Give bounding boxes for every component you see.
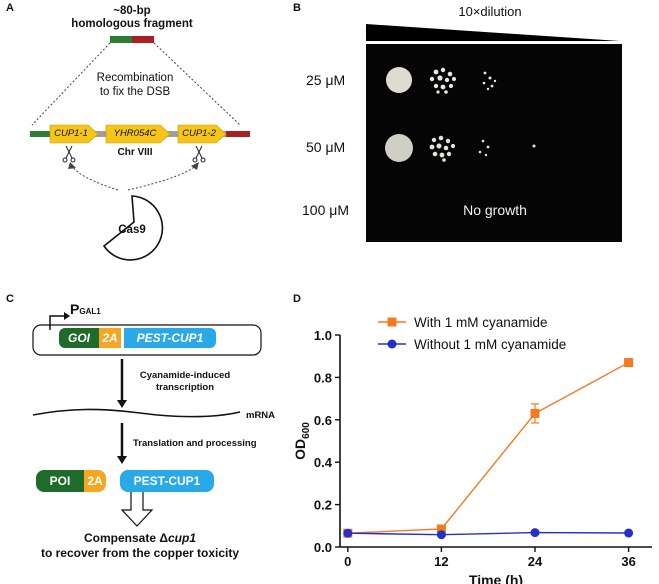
promoter-sub: GAL1 — [79, 307, 101, 316]
promoter-label: PGAL1 — [70, 301, 101, 317]
panel-c-label: C — [6, 293, 14, 305]
y-tick-label: 0.8 — [314, 370, 332, 385]
recombination-text-2: to fix the DSB — [99, 86, 171, 98]
row-label-100uM: 100 μM — [302, 202, 349, 218]
row-label-50uM: 50 μM — [306, 139, 346, 155]
step2-text: Translation and processing — [133, 438, 257, 449]
y-tick-label: 0.4 — [314, 455, 333, 470]
mrna-line — [32, 408, 241, 418]
x-tick-label: 36 — [621, 554, 635, 569]
x-tick-label: 24 — [528, 554, 543, 569]
open-down-arrow-icon — [120, 489, 154, 527]
panel-d-label: D — [293, 293, 301, 305]
panel-b-label: B — [293, 2, 301, 14]
pest-cup1-protein-box: PEST-CUP1 — [120, 470, 214, 492]
dilution-label: 10×dilution — [458, 4, 522, 19]
final-text-prefix: Compensate Δ — [84, 531, 168, 545]
data-point-square — [343, 528, 353, 538]
series-line-1 — [347, 531, 629, 536]
dilution-wedge — [366, 24, 620, 41]
fragment-subtitle: homologous fragment — [71, 18, 193, 30]
goi-box: GOI — [59, 328, 99, 348]
data-point-circle — [624, 528, 634, 538]
pest-cup1-gene-box: PEST-CUP1 — [124, 328, 216, 348]
y-axis-label-sub: 600 — [301, 422, 312, 439]
data-point-square — [530, 408, 540, 418]
mrna-label: mRNA — [246, 410, 276, 421]
legend-marker-circle — [387, 339, 397, 349]
y-tick-label: 0.2 — [314, 498, 332, 513]
data-point-square — [624, 358, 634, 368]
growth-spots-row-50uM — [385, 134, 536, 162]
data-point-circle — [436, 530, 446, 540]
no-growth-text: No growth — [463, 202, 527, 218]
y-tick-label: 0.0 — [314, 540, 332, 555]
row-label-25uM: 25 μM — [306, 72, 346, 88]
step1-text-1: Cyanamide-induced — [139, 370, 231, 381]
data-point-circle — [343, 528, 353, 538]
x-tick-label: 12 — [434, 554, 448, 569]
y-tick-label: 0.6 — [314, 413, 332, 428]
gene-cup1-1-label: CUP1-1 — [54, 128, 88, 139]
final-text-gene: cup1 — [167, 531, 196, 545]
chromosome-label: Chr VIII — [117, 147, 153, 158]
gene-yhr054c-label: YHR054C — [113, 128, 157, 139]
cas9-label: Cas9 — [118, 224, 146, 236]
final-text-1: Compensate Δcup1 — [40, 531, 240, 545]
chromosome-red-end — [226, 131, 250, 137]
recombination-text-1: Recombination — [96, 72, 174, 84]
promoter-main: P — [70, 301, 80, 317]
data-point-circle — [530, 528, 540, 538]
scissors-icon — [192, 145, 206, 163]
x-tick-label: 0 — [344, 554, 351, 569]
data-point-square — [436, 524, 446, 534]
final-text-2: to recover from the copper toxicity — [40, 546, 240, 560]
step1-text-2: transcription — [155, 382, 215, 393]
panel-a-label: A — [6, 2, 14, 14]
legend-label-1: Without 1 mM cyanamide — [414, 337, 566, 352]
scissors-icon — [62, 145, 76, 163]
fragment-green-segment — [110, 36, 132, 43]
series-line-0 — [347, 361, 629, 534]
y-axis-label: OD600 — [292, 422, 312, 460]
poi-box: POI — [36, 470, 84, 492]
legend-label-0: With 1 mM cyanamide — [414, 315, 548, 330]
y-axis-label-main: OD — [292, 439, 308, 460]
y-tick-label: 1.0 — [314, 328, 332, 343]
x-axis-label: Time (h) — [469, 572, 523, 584]
legend-marker-square — [387, 317, 397, 327]
fragment-red-segment — [132, 36, 154, 43]
growth-spots-row-25uM — [386, 67, 497, 94]
gene-cup1-2-label: CUP1-2 — [182, 128, 216, 139]
fragment-title: ~80-bp — [113, 5, 151, 17]
tag-2a-box: 2A — [99, 328, 121, 348]
poi-2a-box: 2A — [84, 470, 106, 492]
